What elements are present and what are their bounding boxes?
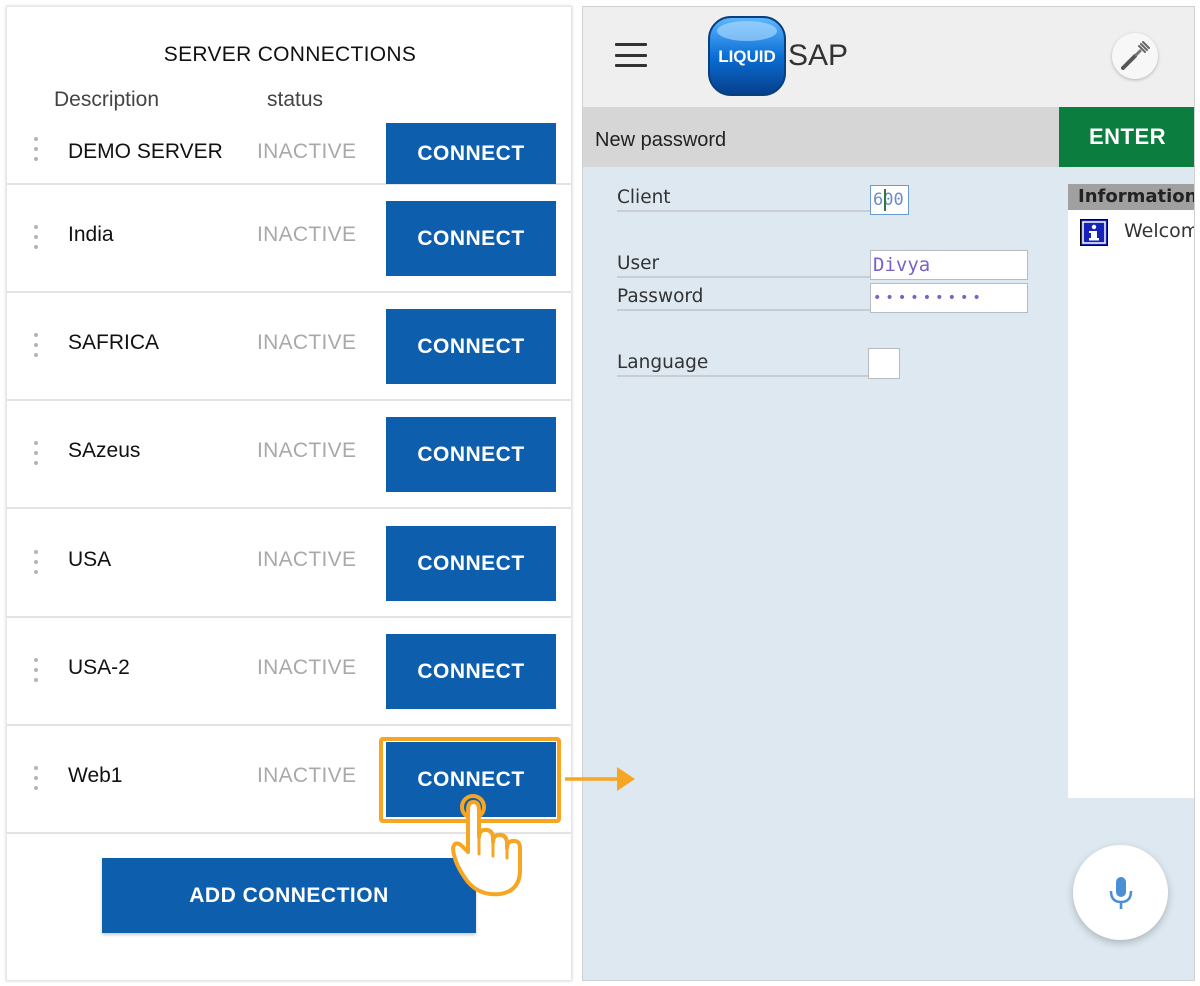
- connection-status: INACTIVE: [257, 223, 357, 246]
- connection-row[interactable]: Web1 INACTIVE CONNECT: [7, 726, 571, 834]
- connection-description: USA-2: [68, 656, 130, 679]
- connection-row[interactable]: USA-2 INACTIVE CONNECT: [7, 618, 571, 726]
- connection-status: INACTIVE: [257, 331, 357, 354]
- user-label: User: [617, 253, 871, 278]
- new-password-label: New password: [595, 129, 727, 151]
- client-input[interactable]: 600: [870, 185, 909, 215]
- app-header: LIQUID SAP: [583, 7, 1194, 107]
- panel-title: SERVER CONNECTIONS: [163, 43, 417, 66]
- enter-button[interactable]: ENTER: [1059, 107, 1194, 167]
- user-input[interactable]: Divya: [870, 250, 1028, 280]
- connection-description: SAzeus: [68, 439, 141, 462]
- connection-description: DEMO SERVER: [68, 140, 223, 163]
- connect-button[interactable]: CONNECT: [386, 417, 556, 492]
- drag-handle-icon[interactable]: [33, 658, 39, 682]
- password-label: Password: [617, 286, 871, 311]
- connection-row[interactable]: SAFRICA INACTIVE CONNECT: [7, 293, 571, 401]
- connect-button[interactable]: CONNECT: [386, 742, 556, 817]
- connection-description: India: [68, 223, 114, 246]
- connection-description: USA: [68, 548, 112, 571]
- app-name: SAP: [788, 39, 849, 72]
- connection-status: INACTIVE: [257, 140, 357, 163]
- information-icon: [1080, 219, 1108, 246]
- connection-row[interactable]: India INACTIVE CONNECT: [7, 185, 571, 293]
- connection-status: INACTIVE: [257, 764, 357, 787]
- drag-handle-icon[interactable]: [33, 766, 39, 790]
- information-message: Welcome: [1124, 220, 1194, 242]
- wrench-icon[interactable]: [1112, 33, 1158, 79]
- logo-badge-text: LIQUID: [718, 47, 776, 66]
- drag-handle-icon[interactable]: [33, 137, 39, 161]
- liquid-ui-logo: LIQUID: [707, 15, 787, 97]
- connection-row[interactable]: SAzeus INACTIVE CONNECT: [7, 401, 571, 509]
- connection-description: SAFRICA: [68, 331, 160, 354]
- connect-button[interactable]: CONNECT: [386, 123, 556, 184]
- connection-row[interactable]: USA INACTIVE CONNECT: [7, 510, 571, 618]
- information-panel: Information Welcome: [1068, 184, 1194, 798]
- hamburger-menu-icon[interactable]: [615, 43, 647, 67]
- connect-button[interactable]: CONNECT: [386, 634, 556, 709]
- connect-button[interactable]: CONNECT: [386, 526, 556, 601]
- connection-row[interactable]: DEMO SERVER INACTIVE CONNECT: [7, 123, 571, 185]
- language-label: Language: [617, 352, 871, 377]
- password-input[interactable]: •••••••••: [870, 283, 1028, 313]
- password-value: •••••••••: [873, 290, 985, 306]
- add-connection-button[interactable]: ADD CONNECTION: [102, 858, 476, 933]
- text-caret: [884, 189, 886, 211]
- new-password-bar[interactable]: New password: [583, 107, 1059, 167]
- drag-handle-icon[interactable]: [33, 225, 39, 249]
- server-connections-panel: SERVER CONNECTIONS Description status DE…: [6, 6, 572, 981]
- connection-description: Web1: [68, 764, 123, 787]
- client-label: Client: [617, 187, 871, 212]
- drag-handle-icon[interactable]: [33, 550, 39, 574]
- column-header-description: Description: [54, 88, 160, 111]
- information-header: Information: [1068, 184, 1194, 210]
- client-value: 600: [873, 190, 904, 210]
- liquid-ui-sap-panel: LIQUID SAP New password ENTER Client 600…: [582, 6, 1195, 981]
- drag-handle-icon[interactable]: [33, 441, 39, 465]
- connection-status: INACTIVE: [257, 439, 357, 462]
- connect-button[interactable]: CONNECT: [386, 201, 556, 276]
- user-value: Divya: [873, 254, 931, 276]
- microphone-icon[interactable]: [1073, 845, 1168, 940]
- column-header-status: status: [267, 88, 324, 111]
- language-input[interactable]: [868, 348, 900, 379]
- drag-handle-icon[interactable]: [33, 333, 39, 357]
- connection-status: INACTIVE: [257, 656, 357, 679]
- connect-button[interactable]: CONNECT: [386, 309, 556, 384]
- connection-status: INACTIVE: [257, 548, 357, 571]
